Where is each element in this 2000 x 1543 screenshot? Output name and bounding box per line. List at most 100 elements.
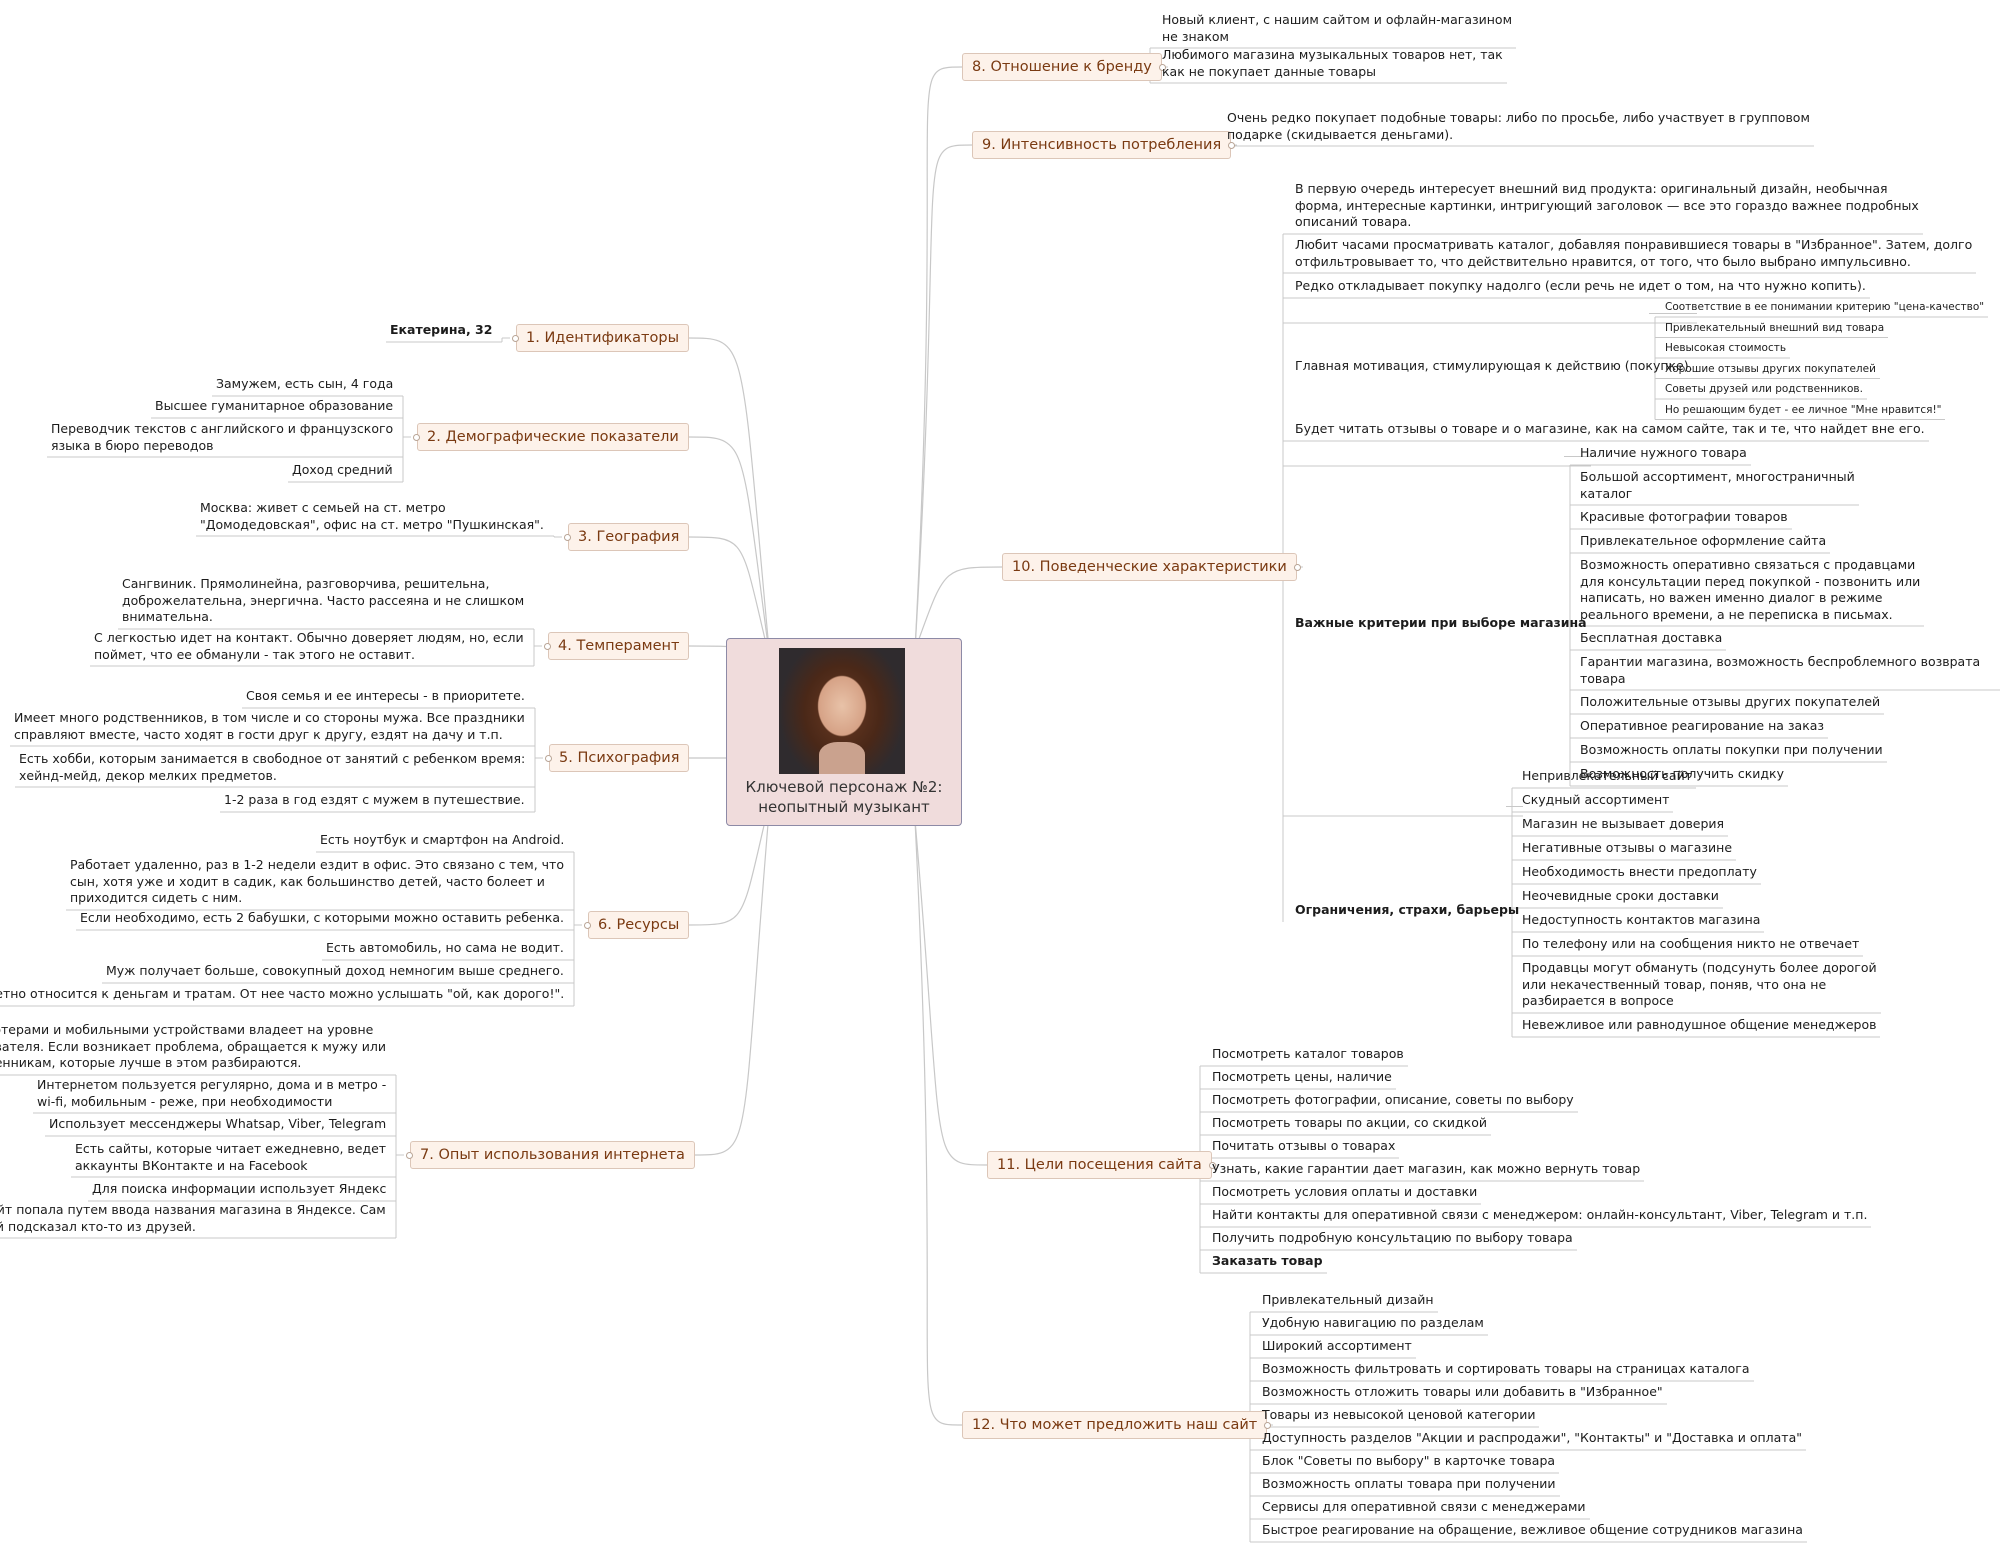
leaf-topic[interactable]: Посмотреть каталог товаров (1212, 1046, 1404, 1061)
branch-1[interactable]: 1. Идентификаторы (512, 324, 690, 352)
branch-collapse-knob[interactable] (1158, 63, 1166, 71)
branch-6[interactable]: 6. Ресурсы (584, 911, 690, 939)
leaf-topic[interactable]: Возможность фильтровать и сортировать то… (1262, 1361, 1750, 1376)
leaf-topic[interactable]: Треетно относится к деньгам и тратам. От… (0, 986, 565, 1001)
sub-topic[interactable]: Главная мотивация, стимулирующая к дейст… (1295, 357, 1693, 373)
leaf-topic[interactable]: Екатерина, 32 (390, 322, 493, 337)
leaf-topic[interactable]: Если необходимо, есть 2 бабушки, с котор… (80, 910, 564, 925)
leaf-topic[interactable]: Товары из невысокой ценовой категории (1262, 1407, 1536, 1422)
leaf-topic[interactable]: Быстрое реагирование на обращение, вежли… (1262, 1522, 1803, 1537)
branch-7[interactable]: 7. Опыт использования интернета (406, 1141, 695, 1169)
child-topic[interactable]: Невысокая стоимость (1665, 342, 1787, 354)
branch-4[interactable]: 4. Темперамент (544, 632, 690, 660)
branch-collapse-knob[interactable] (413, 433, 420, 441)
child-topic[interactable]: Привлекательное оформление сайта (1580, 533, 1827, 548)
branch-8[interactable]: 8. Отношение к бренду (962, 53, 1166, 81)
leaf-topic[interactable]: Найти контакты для оперативной связи с м… (1212, 1207, 1868, 1222)
child-topic[interactable]: Невежливое или равнодушное общение менед… (1522, 1017, 1877, 1032)
child-topic[interactable]: Соответствие в ее понимании критерию "це… (1665, 301, 1985, 313)
leaf-topic[interactable]: Муж получает больше, совокупный доход не… (106, 963, 564, 978)
leaf-topic[interactable]: Есть сайты, которые читает ежедневно, ве… (75, 1141, 387, 1173)
child-topic[interactable]: Необходимость внести предоплату (1522, 864, 1757, 879)
leaf-topic[interactable]: Сангвиник. Прямолинейна, разговорчива, р… (122, 576, 525, 624)
leaf-topic[interactable]: Широкий ассортимент (1262, 1338, 1412, 1353)
leaf-topic[interactable]: Сервисы для оперативной связи с менеджер… (1262, 1499, 1586, 1514)
leaf-topic[interactable]: 1-2 раза в год ездят с мужем в путешеств… (224, 792, 525, 807)
leaf-topic[interactable]: Москва: живет с семьей на ст. метро"Домо… (200, 500, 544, 532)
leaf-topic[interactable]: Имеет много родственников, в том числе и… (14, 710, 525, 742)
leaf-topic[interactable]: Есть ноутбук и смартфон на Android. (320, 832, 565, 847)
leaf-topic[interactable]: Посмотреть условия оплаты и доставки (1212, 1184, 1478, 1199)
child-topic[interactable]: Красивые фотографии товаров (1580, 509, 1788, 524)
branch-10[interactable]: 10. Поведенческие характеристики (1002, 553, 1301, 581)
branch-11[interactable]: 11. Цели посещения сайта (987, 1151, 1216, 1179)
leaf-topic[interactable]: Высшее гуманитарное образование (155, 398, 394, 413)
leaf-topic[interactable]: Получить подробную консультацию по выбор… (1212, 1230, 1573, 1245)
branch-collapse-knob[interactable] (564, 533, 571, 541)
leaf-topic[interactable]: Почитать отзывы о товарах (1212, 1138, 1396, 1153)
branch-9[interactable]: 9. Интенсивность потребления (972, 131, 1236, 159)
child-topic[interactable]: Негативные отзывы о магазине (1522, 840, 1733, 855)
branch-3[interactable]: 3. География (564, 523, 690, 551)
leaf-topic[interactable]: Переводчик текстов с английского и франц… (51, 421, 394, 453)
child-topic[interactable]: Недоступность контактов магазина (1522, 912, 1761, 927)
branch-collapse-knob[interactable] (1293, 563, 1301, 571)
branch-5[interactable]: 5. Психография (545, 744, 690, 772)
leaf-topic[interactable]: Редко откладывает покупку надолго (если … (1295, 278, 1866, 293)
leaf-topic[interactable]: В первую очередь интересует внешний вид … (1295, 181, 1919, 229)
leaf-topic[interactable]: Интернетом пользуется регулярно, дома и … (37, 1077, 387, 1109)
leaf-topic[interactable]: С легкостью идет на контакт. Обычно дове… (94, 630, 524, 662)
child-topic[interactable]: Привлекательный внешний вид товара (1665, 321, 1885, 334)
branch-2[interactable]: 2. Демографические показатели (413, 423, 689, 451)
branch-collapse-knob[interactable] (512, 334, 519, 342)
child-topic[interactable]: Возможность получить скидку (1580, 766, 1784, 781)
child-topic[interactable]: Возможность оперативно связаться с прода… (1580, 557, 1921, 622)
sub-topic[interactable]: Ограничения, страхи, барьеры (1295, 902, 1520, 917)
child-topic[interactable]: Неочевидные сроки доставки (1522, 888, 1719, 903)
branch-collapse-knob[interactable] (1264, 1421, 1272, 1429)
leaf-topic[interactable]: Любимого магазина музыкальных товаров не… (1162, 47, 1503, 79)
leaf-topic[interactable]: Возможность отложить товары или добавить… (1262, 1384, 1663, 1399)
leaf-topic[interactable]: Работает удаленно, раз в 1-2 недели езди… (70, 857, 564, 905)
leaf-topic[interactable]: Узнать, какие гарантии дает магазин, как… (1212, 1161, 1641, 1176)
leaf-topic[interactable]: Очень редко покупает подобные товары: ли… (1227, 110, 1810, 142)
branch-collapse-knob[interactable] (545, 754, 552, 762)
child-topic[interactable]: По телефону или на сообщения никто не от… (1522, 936, 1860, 951)
branch-collapse-knob[interactable] (406, 1151, 413, 1159)
child-topic[interactable]: Хорошие отзывы других покупателей (1665, 362, 1876, 375)
child-topic[interactable]: Гарантии магазина, возможность беспробле… (1580, 654, 1981, 686)
leaf-topic[interactable]: Привлекательный дизайн (1262, 1292, 1434, 1307)
child-topic[interactable]: Советы друзей или родственников. (1665, 383, 1863, 395)
leaf-topic[interactable]: Посмотреть товары по акции, со скидкой (1212, 1115, 1487, 1130)
leaf-topic[interactable]: Посмотреть цены, наличие (1212, 1069, 1392, 1084)
leaf-topic[interactable]: Доступность разделов "Акции и распродажи… (1262, 1430, 1802, 1445)
leaf-topic[interactable]: Для поиска информации использует Яндекс (92, 1181, 387, 1196)
branch-12[interactable]: 12. Что может предложить наш сайт (962, 1411, 1272, 1439)
child-topic[interactable]: Магазин не вызывает доверия (1522, 816, 1725, 831)
child-topic[interactable]: Наличие нужного товара (1580, 445, 1747, 460)
sub-topic[interactable]: Важные критерии при выборе магазина (1295, 615, 1587, 630)
branch-collapse-knob[interactable] (1228, 141, 1236, 149)
leaf-topic[interactable]: Заказать товар (1212, 1253, 1323, 1268)
child-topic[interactable]: Непривлекательный сайт (1522, 768, 1692, 783)
leaf-topic[interactable]: Блок "Советы по выбору" в карточке товар… (1262, 1453, 1556, 1468)
branch-collapse-knob[interactable] (584, 921, 591, 929)
child-topic[interactable]: Но решающим будет - ее личное "Мне нрави… (1665, 403, 1942, 416)
leaf-topic[interactable]: На наш сайт попала путем ввода названия … (0, 1202, 386, 1234)
leaf-topic[interactable]: Доход средний (292, 462, 393, 477)
leaf-topic[interactable]: Будет читать отзывы о товаре и о магазин… (1295, 421, 1925, 436)
child-topic[interactable]: Продавцы могут обмануть (подсунуть более… (1522, 960, 1877, 1008)
leaf-topic[interactable]: Удобную навигацию по разделам (1262, 1315, 1484, 1330)
central-topic[interactable]: Ключевой персонаж №2: неопытный музыкант (726, 638, 962, 826)
child-topic[interactable]: Возможность оплаты покупки при получении (1580, 742, 1883, 757)
child-topic[interactable]: Положительные отзывы других покупателей (1580, 694, 1881, 709)
leaf-topic[interactable]: Использует мессенджеры Whatsap, Viber, T… (49, 1116, 387, 1131)
leaf-topic[interactable]: Посмотреть фотографии, описание, советы … (1212, 1092, 1574, 1107)
leaf-topic[interactable]: Есть хобби, которым занимается в свободн… (19, 751, 526, 783)
branch-collapse-knob[interactable] (1208, 1161, 1216, 1169)
leaf-topic[interactable]: Компьютерами и мобильными устройствами в… (0, 1022, 387, 1070)
leaf-topic[interactable]: Возможность оплаты товара при получении (1262, 1476, 1556, 1491)
leaf-topic[interactable]: Замужем, есть сын, 4 года (216, 376, 394, 391)
leaf-topic[interactable]: Своя семья и ее интересы - в приоритете. (246, 688, 525, 703)
